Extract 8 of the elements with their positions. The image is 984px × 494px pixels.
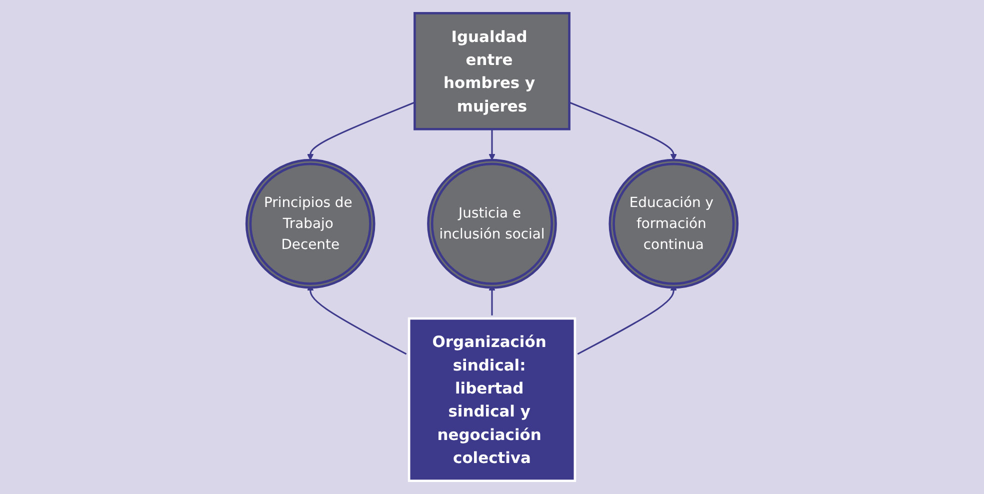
node-box: Organización sindical: libertad sindical y negociación colectiva (408, 317, 576, 482)
arrow (488, 129, 496, 160)
arrow (569, 102, 678, 160)
node-circle: Educación y formación continua (608, 158, 739, 289)
node-circle: Principios de Trabajo Decente (245, 158, 376, 289)
node-circle: Justicia e inclusión social (427, 158, 557, 289)
arrow (306, 102, 415, 160)
node-box: Igualdad entre hombres y mujeres (414, 12, 570, 130)
